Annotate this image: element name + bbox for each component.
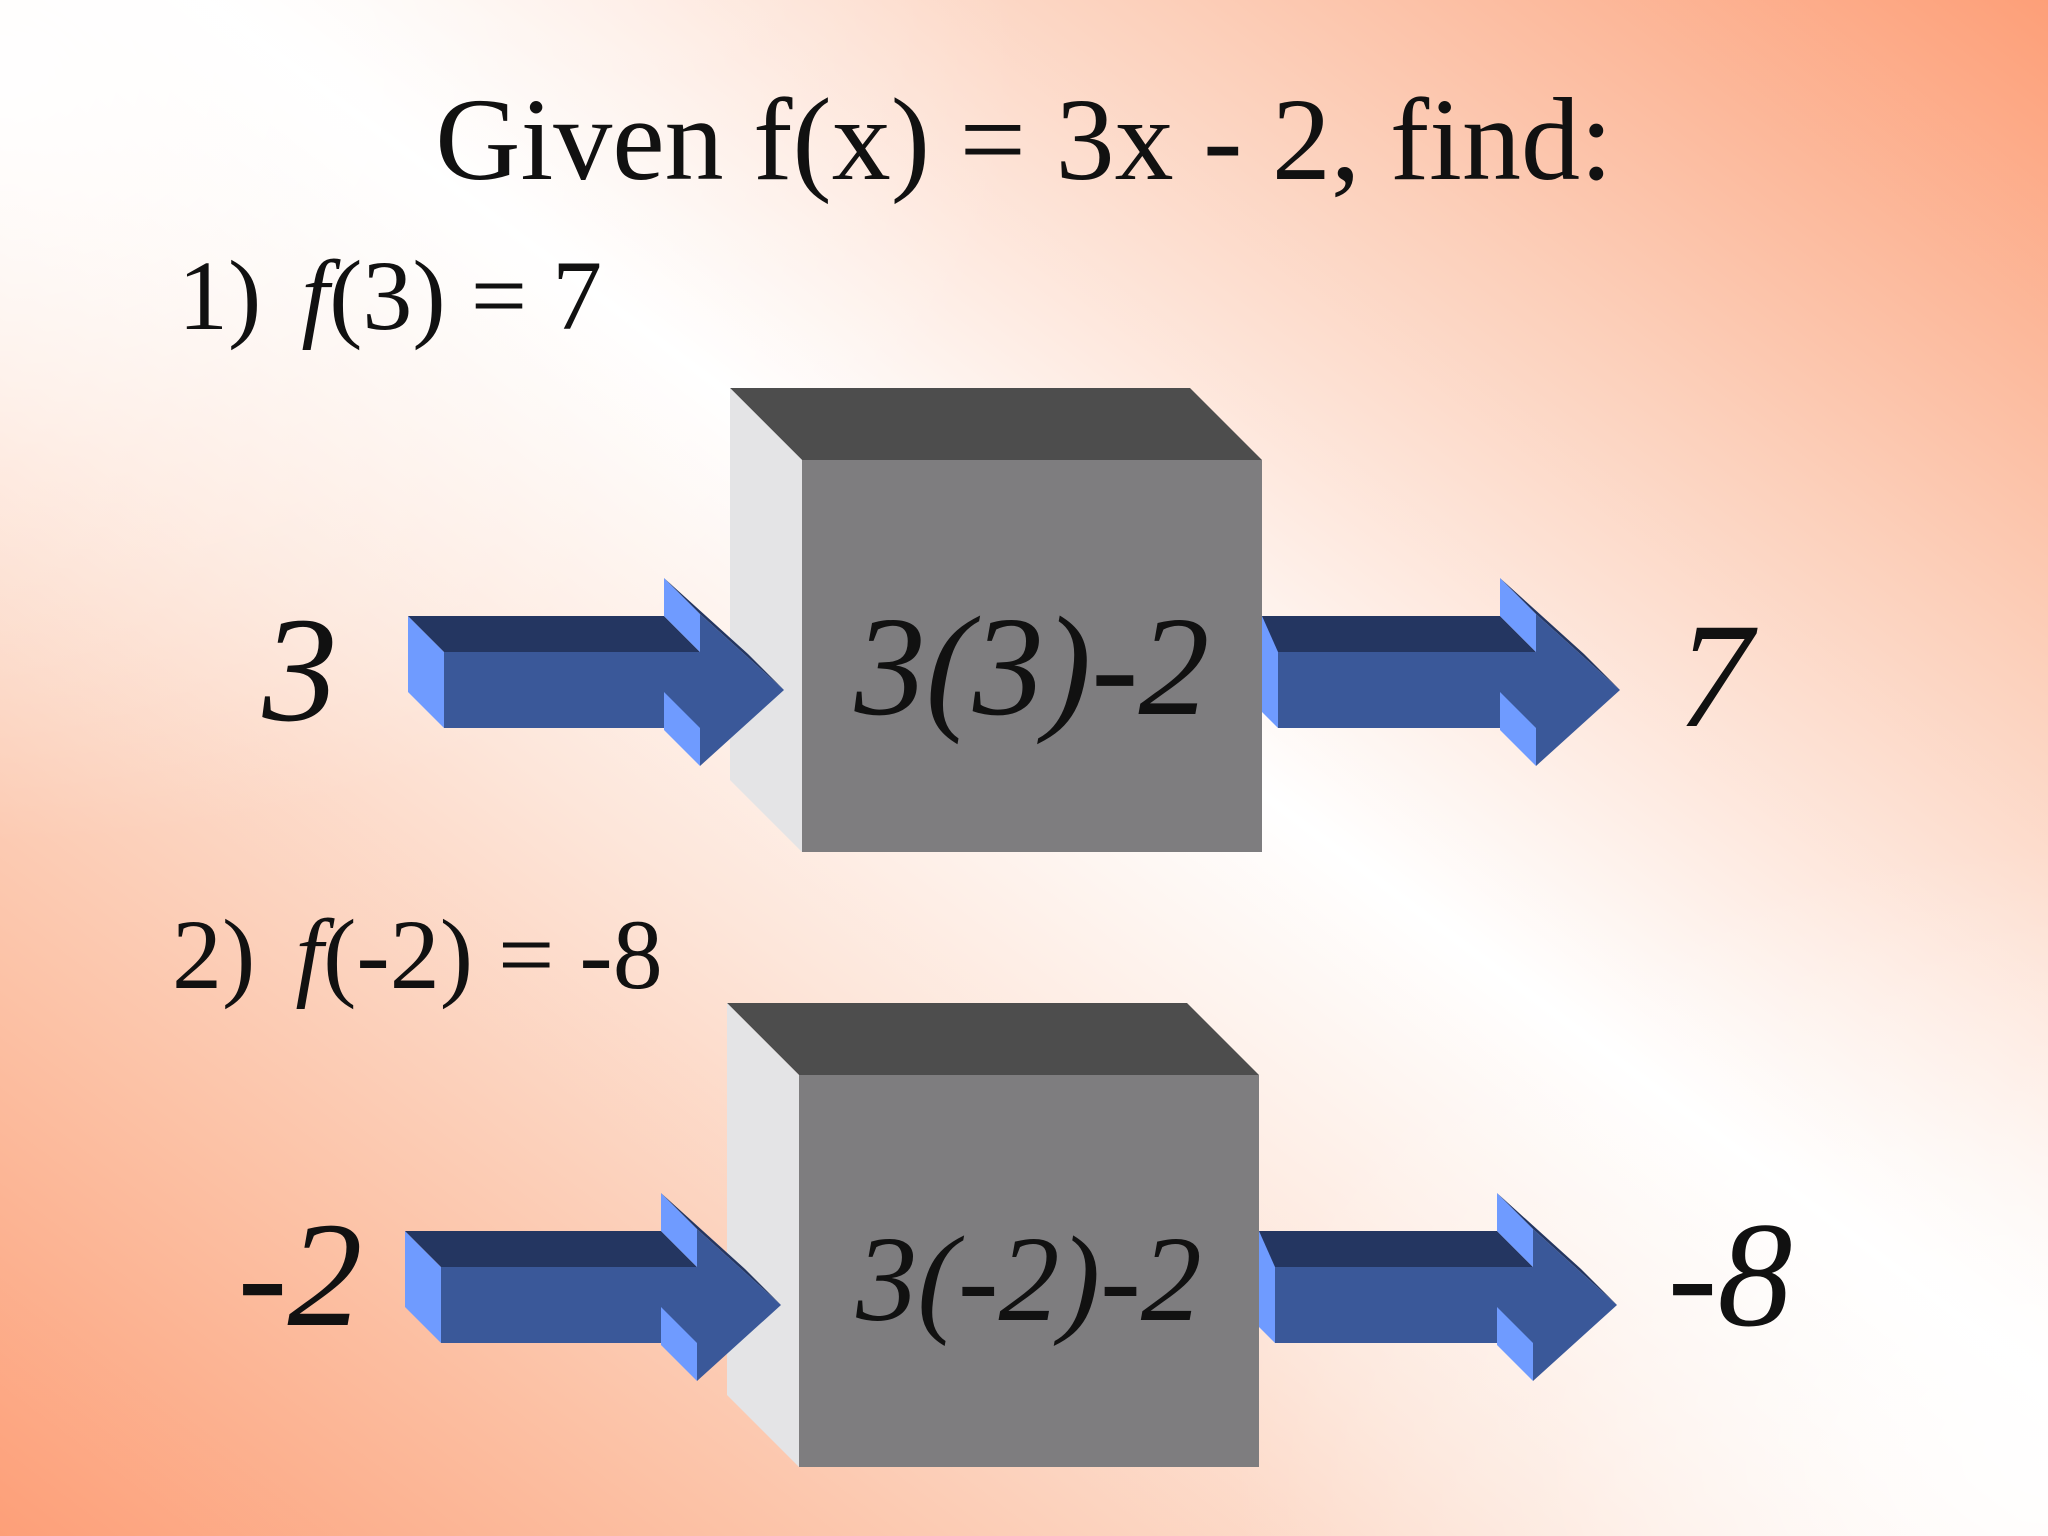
output-arrow-1 [1262,578,1620,766]
function-result: = 7 [445,240,603,351]
problem-number: 1) [178,240,262,351]
function-argument: (-2) [323,899,474,1010]
machine-expression-2: 3(-2)-2 [856,1212,1202,1347]
function-name: f [295,899,324,1010]
slide-title: Given f(x) = 3x - 2, find: [435,74,1613,205]
problem-2-statement: 2) f(-2) = -8 [172,895,663,1015]
input-value-2: -2 [237,1192,363,1358]
input-arrow-2 [405,1193,781,1381]
output-value-1: 7 [1677,593,1753,759]
function-result: = -8 [473,899,663,1010]
output-arrow-2 [1259,1193,1617,1381]
output-value-2: -8 [1667,1192,1793,1358]
input-value-1: 3 [262,587,338,753]
function-machine-box-1 [730,388,1262,852]
problem-1-statement: 1) f(3) = 7 [178,236,602,356]
function-argument: (3) [329,240,446,351]
machine-expression-1: 3(3)-2 [854,587,1210,745]
problem-number: 2) [172,899,256,1010]
function-machine-box-2 [727,1003,1259,1467]
input-arrow-1 [408,578,784,766]
function-name: f [301,240,330,351]
